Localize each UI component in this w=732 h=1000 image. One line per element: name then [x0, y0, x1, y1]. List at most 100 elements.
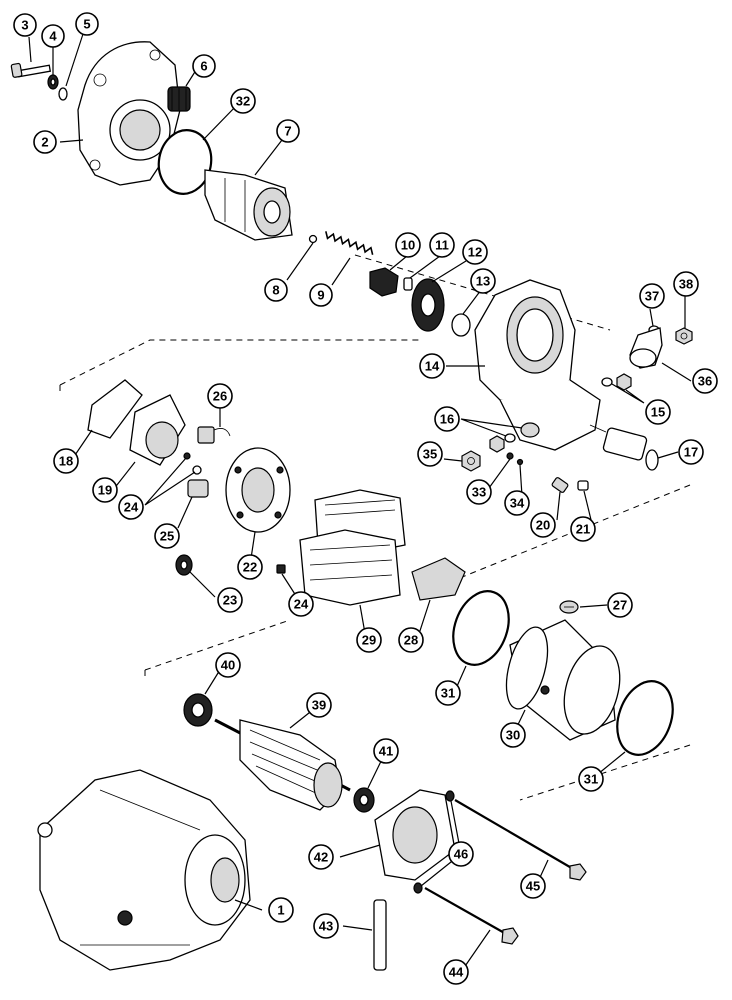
washer-part-13	[451, 313, 471, 337]
callout-8: 8	[264, 278, 288, 302]
switch-part-20	[551, 477, 569, 493]
callout-2: 2	[33, 130, 57, 154]
svg-text:38: 38	[679, 277, 693, 292]
pole-shoe-part-28	[411, 557, 466, 601]
callout-18: 18	[53, 448, 79, 474]
svg-text:3: 3	[21, 18, 28, 33]
svg-text:21: 21	[576, 522, 590, 537]
bolt-part-3	[10, 62, 52, 78]
terminal-part-16	[489, 422, 540, 453]
callout-9: 9	[309, 283, 333, 307]
svg-text:25: 25	[160, 529, 174, 544]
callout-11: 11	[429, 232, 455, 258]
oring-part-32	[157, 129, 213, 195]
svg-text:8: 8	[272, 283, 279, 298]
svg-text:22: 22	[243, 560, 257, 575]
callout-28: 28	[398, 627, 424, 653]
callout-31b: 31	[578, 766, 604, 792]
svg-text:41: 41	[379, 744, 393, 759]
callout-43: 43	[313, 913, 339, 939]
nut-part-35	[461, 450, 481, 472]
callout-36: 36	[692, 368, 718, 394]
oring-part-5	[58, 87, 68, 101]
callout-29: 29	[356, 627, 382, 653]
callout-16: 16	[434, 406, 460, 432]
svg-text:7: 7	[284, 124, 291, 139]
callout-46: 46	[448, 841, 474, 867]
boot-part-36	[629, 327, 663, 369]
pinion-gear-part-6	[167, 86, 191, 112]
callout-24a: 24	[118, 494, 144, 520]
svg-text:6: 6	[200, 59, 207, 74]
callout-23: 23	[217, 587, 243, 613]
callout-4: 4	[41, 24, 65, 48]
bearing-part-23	[175, 554, 193, 576]
svg-text:45: 45	[526, 879, 540, 894]
pin-part-11	[403, 277, 413, 291]
svg-text:20: 20	[536, 518, 550, 533]
callout-33: 33	[466, 479, 492, 505]
svg-text:13: 13	[476, 274, 490, 289]
svg-text:34: 34	[510, 496, 525, 511]
svg-text:29: 29	[362, 633, 376, 648]
washer-part-33	[506, 452, 514, 460]
ball-part-8	[308, 234, 318, 244]
callout-41: 41	[373, 738, 399, 764]
field-coils-part-29	[299, 489, 406, 606]
svg-text:31: 31	[441, 686, 455, 701]
svg-text:10: 10	[401, 238, 415, 253]
callout-12: 12	[462, 239, 488, 265]
through-bolt-part-45	[454, 799, 587, 881]
callout-32: 32	[230, 88, 256, 114]
callout-38: 38	[673, 271, 699, 297]
callouts: 3 4 5 6 32 2 7 10 11 12 8 9 13 37 38 14 …	[13, 12, 718, 985]
callout-3: 3	[13, 13, 37, 37]
svg-text:46: 46	[454, 847, 468, 862]
washer-part-46	[413, 790, 455, 894]
callout-17: 17	[678, 439, 704, 465]
svg-text:28: 28	[404, 633, 418, 648]
callout-40: 40	[215, 652, 241, 678]
svg-text:37: 37	[645, 289, 659, 304]
plunger-part-17	[589, 424, 659, 471]
callout-30: 30	[500, 722, 526, 748]
solenoid-housing-part-14	[474, 279, 601, 451]
callout-34: 34	[504, 490, 530, 516]
nut-part-38	[675, 327, 693, 345]
callout-42: 42	[308, 844, 334, 870]
pin-part-43	[373, 899, 387, 971]
oring-part-31b	[616, 680, 674, 756]
cover-part-19	[129, 394, 186, 466]
svg-text:2: 2	[41, 135, 48, 150]
svg-text:31: 31	[584, 772, 598, 787]
svg-text:11: 11	[435, 238, 449, 253]
callout-26: 26	[207, 383, 233, 409]
armature-part-39	[214, 718, 351, 811]
oring-part-31a	[452, 590, 510, 666]
callout-14: 14	[419, 353, 445, 379]
callout-37: 37	[639, 283, 665, 309]
svg-text:5: 5	[83, 17, 90, 32]
callout-13: 13	[470, 268, 496, 294]
starter-assembly-part-1	[37, 769, 251, 971]
gasket-part-18	[87, 379, 143, 439]
svg-text:44: 44	[449, 965, 464, 980]
callout-39: 39	[306, 692, 332, 718]
brush-holder-part-22	[225, 447, 291, 533]
washer-part-4	[47, 74, 59, 90]
callout-19: 19	[92, 477, 118, 503]
svg-text:4: 4	[49, 29, 57, 44]
svg-text:39: 39	[312, 698, 326, 713]
svg-text:18: 18	[59, 454, 73, 469]
brush-part-26	[197, 426, 231, 444]
svg-text:33: 33	[472, 485, 486, 500]
screw-part-27	[559, 600, 579, 614]
svg-text:1: 1	[277, 903, 284, 918]
plug-part-21	[577, 480, 589, 491]
svg-text:9: 9	[317, 288, 324, 303]
clutch-part-7	[204, 169, 293, 241]
callout-6: 6	[192, 54, 216, 78]
svg-text:27: 27	[613, 598, 627, 613]
spring-part-9	[325, 231, 374, 255]
